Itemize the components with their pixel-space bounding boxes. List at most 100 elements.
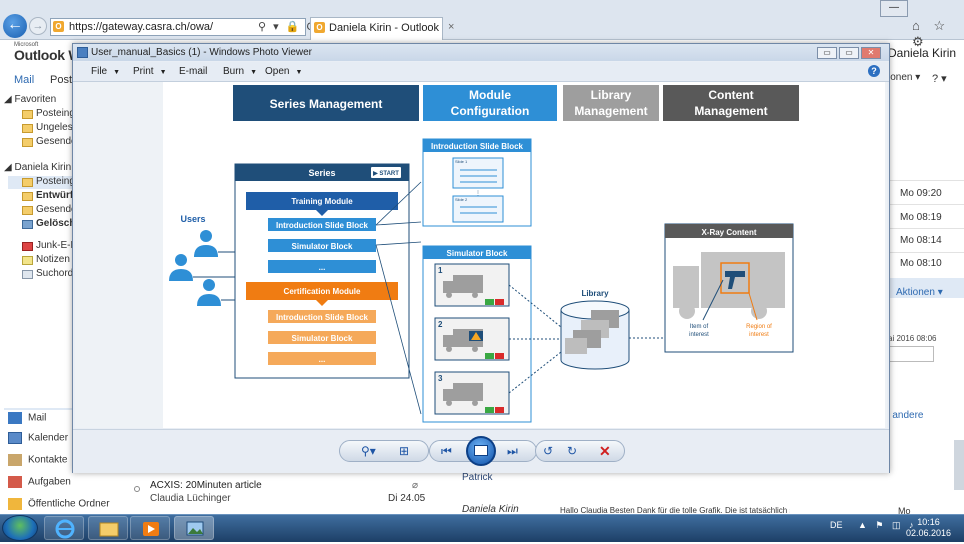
others-link[interactable]: n andere — [884, 410, 924, 421]
back-button[interactable]: ← — [3, 14, 27, 38]
attachment-icon: ⌀ — [412, 480, 419, 491]
sim-block-title: Simulator Block — [447, 249, 508, 258]
browser-tool-icons[interactable]: ⌂ ☆ ⚙ — [912, 18, 951, 49]
rotate-left-icon[interactable]: ↺ — [543, 444, 554, 458]
tab-label: Management — [694, 104, 767, 118]
folder-item[interactable]: Gelöscht — [36, 218, 79, 229]
nav-calendar[interactable]: Kalender — [28, 432, 69, 444]
menu-file[interactable]: File▼ — [91, 66, 121, 77]
message-list-right: Mo 09:20 Mo 08:19 Mo 08:14 Mo 08:10 — [888, 40, 964, 514]
start-button[interactable] — [2, 515, 38, 541]
mailbox-header[interactable]: ◢ Daniela Kirin — [4, 162, 72, 173]
favorites-header[interactable]: ◢ Favoriten — [4, 94, 57, 105]
address-bar[interactable]: https://gateway.casra.ch/owa/ — [50, 18, 306, 36]
folder-icon — [22, 206, 33, 215]
menu-burn[interactable]: Burn▼ — [223, 66, 258, 77]
site-icon: O — [53, 21, 64, 32]
browser-tab[interactable]: Daniela Kirin - Outlook We... — [310, 17, 443, 40]
nav-public-folders[interactable]: Öffentliche Ordner — [28, 498, 110, 510]
menu-open[interactable]: Open▼ — [265, 66, 303, 77]
taskbar-photo-viewer-icon[interactable] — [174, 516, 214, 540]
previous-icon[interactable]: ⏮ — [441, 444, 452, 458]
folder-icon — [22, 138, 33, 147]
user-icon — [169, 230, 221, 306]
search-folder-icon — [22, 270, 33, 279]
system-tray-icons[interactable]: ▲ ⚑ ◫ ♪ — [858, 520, 917, 530]
taskbar-media-icon[interactable] — [130, 516, 170, 540]
rotate-right-icon[interactable]: ↻ — [567, 444, 578, 458]
scrollbar[interactable] — [954, 440, 964, 490]
taskbar-explorer-icon[interactable] — [88, 516, 128, 540]
folder-item[interactable]: Ungelese — [36, 122, 79, 133]
tab-series-management: Series Management — [233, 85, 419, 121]
viewer-toolbar: ⚲▾ ⊞ ⏮ ⏭ ↺ ↻ ✕ — [73, 429, 889, 473]
close-button[interactable]: ✕ — [861, 47, 881, 59]
browser-minimize-button[interactable]: — — [880, 0, 908, 17]
user-name[interactable]: Daniela Kirin — [888, 46, 957, 60]
message-row[interactable]: ACXIS: 20Minuten article Claudia Lüching… — [128, 472, 921, 526]
divider — [888, 228, 964, 229]
folder-icon — [22, 124, 33, 133]
nav-mail[interactable]: Mail — [28, 412, 47, 424]
folder-item[interactable]: Entwürfe — [36, 190, 79, 201]
options-menu[interactable]: ionen ▾ — [888, 72, 921, 83]
unread-dot-icon[interactable] — [134, 486, 140, 492]
folder-icon — [22, 178, 33, 187]
preview-text: Hallo Claudia Besten Dank für die tolle … — [560, 506, 790, 515]
ellipsis: ⋮ — [475, 191, 481, 197]
folder-item[interactable]: Posteinga — [36, 176, 81, 187]
brand-small: Microsoft — [14, 42, 39, 48]
folder-item[interactable]: Posteinga — [36, 108, 81, 119]
sender-name: Patrick — [462, 472, 493, 483]
folder-pane: ◢ Favoriten Posteinga Ungelese Gesendet … — [0, 92, 80, 410]
warning-icon — [471, 332, 481, 340]
help-icon[interactable]: ? ▾ — [932, 73, 947, 85]
forward-button[interactable]: → — [29, 17, 47, 35]
viewer-app-icon — [77, 47, 88, 58]
folder-item[interactable]: Gesendet — [36, 136, 80, 147]
language-indicator[interactable]: DE — [830, 520, 843, 530]
junk-icon — [22, 242, 33, 251]
menu-label: Open — [265, 66, 290, 77]
folder-icon — [22, 110, 33, 119]
clock-date: 02.06.2016 — [906, 528, 952, 538]
delete-icon[interactable]: ✕ — [599, 443, 611, 459]
menu-print[interactable]: Print▼ — [133, 66, 167, 77]
message-date: ai 2016 08:06 — [888, 334, 937, 343]
taskbar-ie-icon[interactable] — [44, 516, 84, 540]
nav-tasks[interactable]: Aufgaben — [28, 476, 71, 488]
cert-row: ... — [319, 355, 326, 364]
message-time: Mo 08:10 — [900, 258, 942, 269]
nav-contacts[interactable]: Kontakte — [28, 454, 68, 466]
region-label: interest — [749, 332, 769, 338]
reply-box[interactable] — [888, 346, 934, 362]
message-time: Mo 08:14 — [900, 235, 942, 246]
tab-close-icon[interactable]: × — [448, 21, 455, 33]
start-badge: ▶ START — [372, 170, 399, 177]
viewer-title: User_manual_Basics (1) - Windows Photo V… — [73, 44, 889, 61]
divider — [888, 180, 964, 181]
folder-item[interactable]: Gesendet — [36, 204, 80, 215]
divider — [888, 252, 964, 253]
folder-item[interactable]: Suchordn — [36, 268, 79, 279]
help-icon[interactable]: ? — [868, 65, 880, 77]
fit-window-icon[interactable]: ⊞ — [399, 444, 410, 458]
dashed-links — [508, 284, 562, 394]
folder-item[interactable]: Junk-E-M — [36, 240, 79, 251]
tab-site-icon: O — [314, 22, 325, 33]
minimize-button[interactable]: ▭ — [817, 47, 837, 59]
next-icon[interactable]: ⏭ — [507, 444, 518, 458]
divider — [888, 204, 964, 205]
actions-menu[interactable]: Aktionen ▾ — [896, 287, 943, 298]
mail-link[interactable]: Mail — [14, 74, 35, 86]
intro-block-title: Introduction Slide Block — [431, 142, 524, 151]
clock[interactable]: 10:16 02.06.2016 — [906, 517, 951, 539]
sim-item-number: 3 — [438, 374, 443, 383]
zoom-icon[interactable]: ⚲▾ — [361, 444, 376, 458]
maximize-button[interactable]: ▭ — [839, 47, 859, 59]
folder-item[interactable]: Notizen — [36, 254, 70, 265]
menu-email[interactable]: E-mail — [179, 66, 207, 77]
menu-label: E-mail — [179, 66, 208, 77]
sim-item-number: 1 — [438, 266, 443, 275]
public-folders-icon — [8, 498, 22, 510]
